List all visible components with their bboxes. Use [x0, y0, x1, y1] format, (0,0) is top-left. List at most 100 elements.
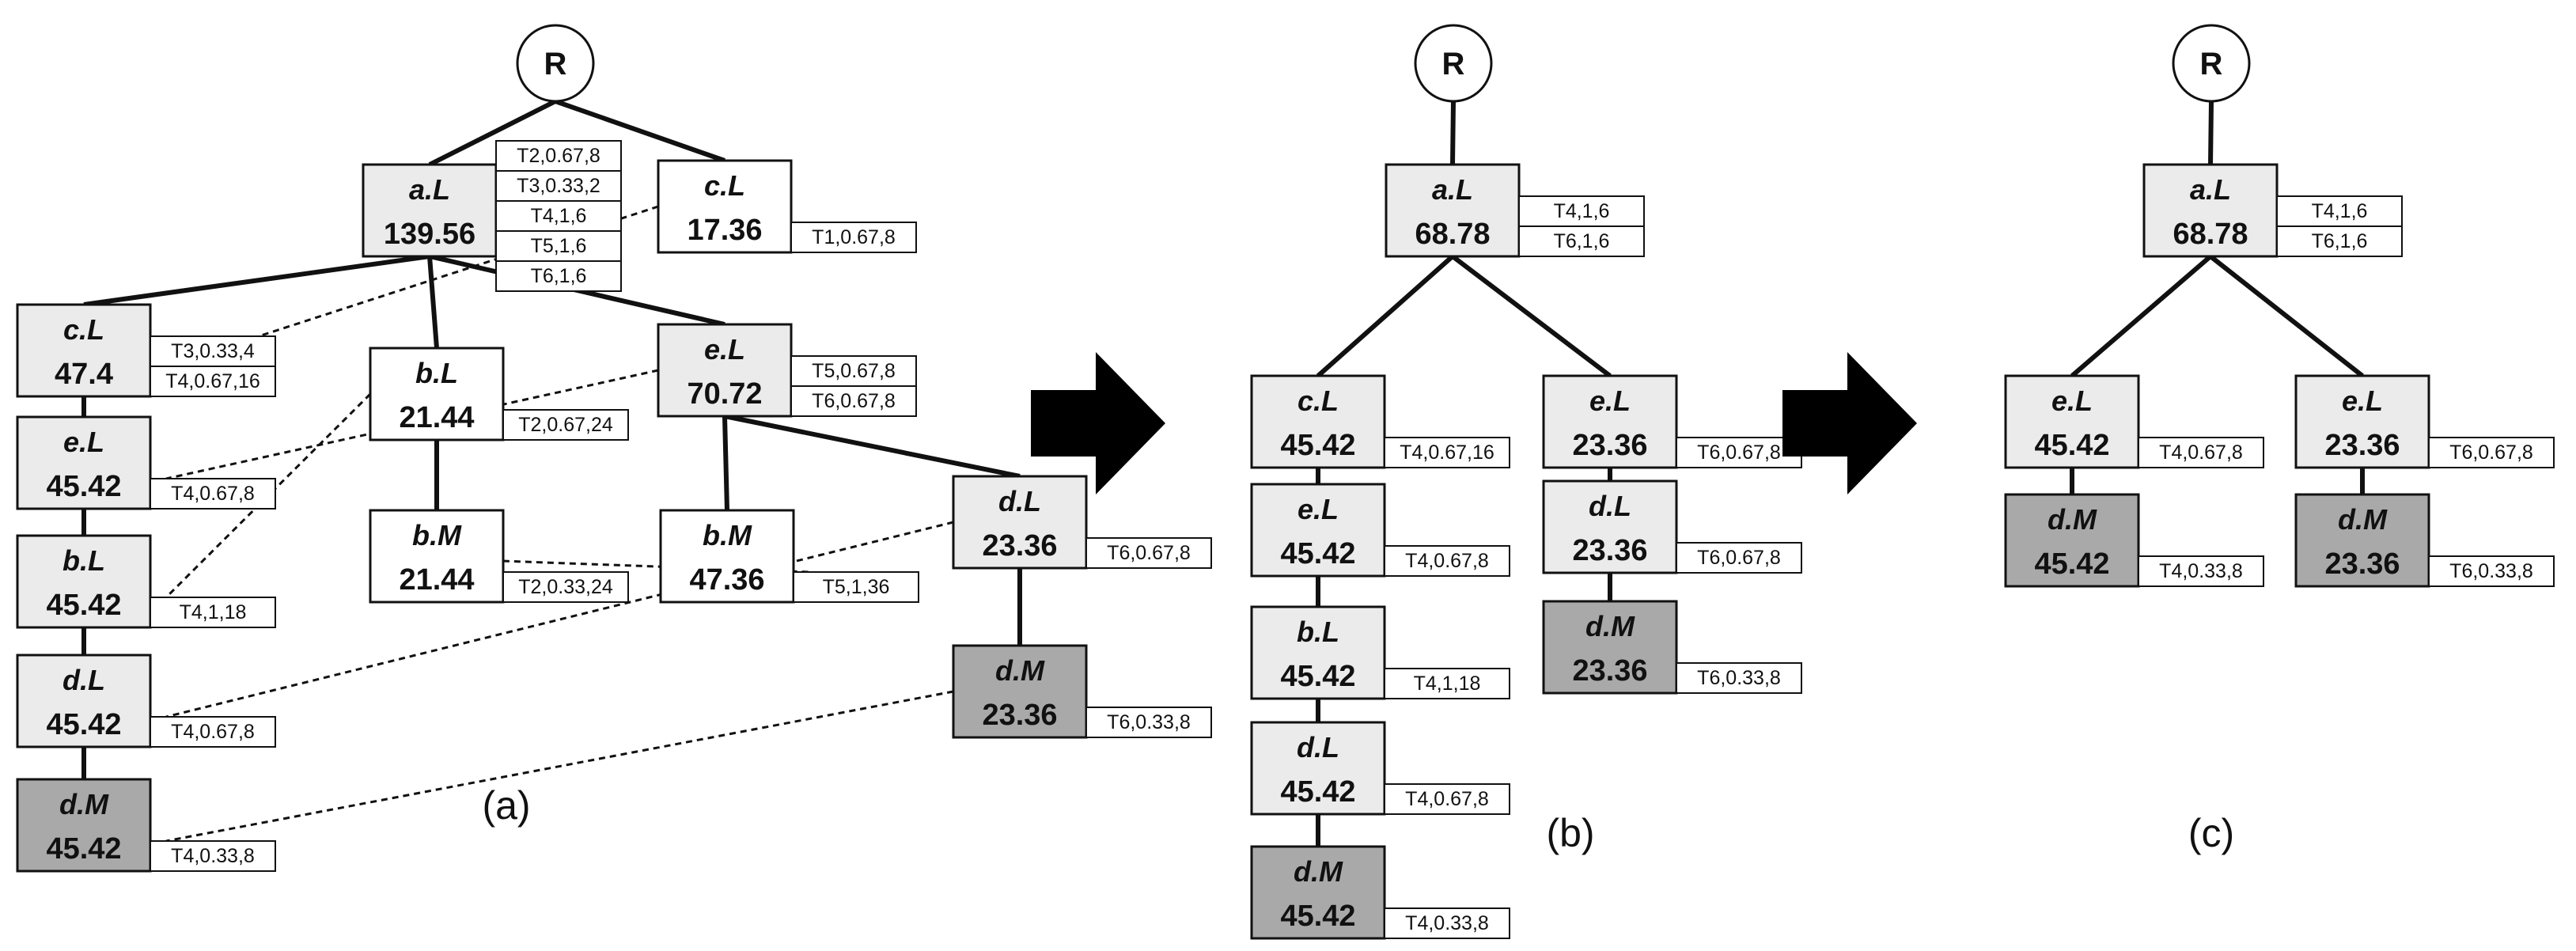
- node-value: 17.36: [687, 214, 762, 247]
- tid-label: T4,0.67,8: [171, 721, 255, 743]
- tid-label: T4,0.67,16: [165, 370, 260, 392]
- tree-node: c.L 47.4 T3,0.33,4T4,0.67,16: [16, 303, 276, 398]
- node-value: 23.36: [2324, 429, 2400, 462]
- tree-edge: [724, 414, 1021, 479]
- node-value: 70.72: [687, 377, 762, 411]
- node-value: 45.42: [2034, 547, 2109, 581]
- tid-box: [790, 355, 917, 387]
- node-name: b.M: [703, 519, 752, 551]
- tid-box: [1085, 537, 1212, 569]
- node-value: 21.44: [399, 563, 474, 597]
- node-name: e.L: [1589, 385, 1631, 417]
- tid-box: [1384, 545, 1510, 577]
- node-value: 45.42: [1280, 429, 1355, 462]
- node-name: b.L: [415, 357, 458, 389]
- node-box: [369, 509, 505, 604]
- node-name: d.M: [59, 788, 109, 820]
- tid-box: [2138, 437, 2264, 468]
- node-name: d.L: [1297, 731, 1339, 763]
- node-value: 45.42: [1280, 900, 1355, 933]
- node-box: [1250, 721, 1386, 816]
- node-box: [1542, 600, 1678, 695]
- transition-arrow-icon: [1031, 352, 1165, 494]
- tid-box: [1676, 437, 1802, 468]
- node-box: [16, 778, 152, 873]
- node-box: [1542, 479, 1678, 574]
- node-box: [16, 303, 152, 398]
- tid-label: T2,0.33,24: [518, 576, 613, 598]
- tid-box: [495, 200, 622, 232]
- node-box: [16, 415, 152, 510]
- transition-arrow-icon: [1782, 352, 1917, 494]
- node-name: c.L: [63, 313, 104, 346]
- node-value: 45.42: [1280, 537, 1355, 570]
- node-value: 23.36: [982, 529, 1057, 563]
- node-box: [2294, 374, 2430, 469]
- tid-label: T4,1,18: [1414, 673, 1481, 695]
- tid-label: T3,0.33,4: [171, 340, 255, 362]
- panel-label: (a): [482, 783, 530, 828]
- tid-label: T6,1,6: [2312, 230, 2368, 252]
- tid-label: T6,0.67,8: [812, 390, 896, 412]
- node-name: c.L: [1297, 385, 1339, 417]
- tree-edge: [2070, 254, 2212, 378]
- tid-label: T5,1,6: [531, 235, 587, 257]
- tid-box: [1676, 662, 1802, 694]
- tid-box: [502, 571, 629, 603]
- panel-label: (c): [2188, 811, 2234, 855]
- tid-label: T4,0.67,8: [1405, 788, 1489, 810]
- node-value: 23.36: [1572, 429, 1647, 462]
- tid-box: [1085, 707, 1212, 738]
- tid-box: [2276, 195, 2403, 227]
- node-box: [2004, 374, 2140, 469]
- node-box: [2004, 493, 2140, 588]
- tid-box: [1384, 437, 1510, 468]
- node-name: d.L: [1589, 490, 1631, 522]
- node-name: e.L: [63, 426, 104, 458]
- tid-label: T4,0.67,8: [2159, 441, 2243, 464]
- node-box: [657, 159, 793, 254]
- tid-box: [150, 478, 276, 510]
- tid-label: T4,0.67,16: [1400, 441, 1494, 464]
- node-value: 45.42: [46, 832, 121, 866]
- node-name: b.M: [412, 519, 462, 551]
- tid-box: [150, 366, 276, 397]
- tid-label: T6,1,6: [1554, 230, 1610, 252]
- tid-box: [1676, 542, 1802, 574]
- node-name: e.L: [1297, 493, 1339, 525]
- node-link: [165, 521, 954, 718]
- tree-node: a.L139.56T2,0.67,8T3,0.33,2T4,1,6T5,1,6T…: [362, 140, 622, 292]
- tid-box: [150, 840, 276, 872]
- node-layer: Ra.L139.56T2,0.67,8T3,0.33,2T4,1,6T5,1,6…: [16, 24, 2555, 940]
- tid-box: [502, 409, 629, 441]
- tree-edge: [2209, 254, 2364, 378]
- root-label: R: [544, 47, 567, 81]
- node-value: 23.36: [1572, 654, 1647, 688]
- node-value: 23.36: [982, 699, 1057, 732]
- tid-box: [495, 260, 622, 292]
- tid-label: T6,1,6: [531, 265, 587, 287]
- node-box: [16, 534, 152, 629]
- node-value: 45.42: [46, 470, 121, 503]
- node-value: 47.4: [55, 358, 113, 391]
- tid-box: [495, 230, 622, 262]
- node-name: e.L: [704, 333, 745, 366]
- tid-label: T4,0.67,8: [1405, 550, 1489, 572]
- node-name: d.M: [995, 654, 1045, 687]
- tid-box: [495, 140, 622, 172]
- node-value: 68.78: [1415, 218, 1490, 251]
- tid-label: T3,0.33,2: [517, 175, 600, 197]
- tid-label: T4,1,6: [531, 205, 587, 227]
- node-name: d.L: [998, 485, 1041, 517]
- node-box: [1250, 605, 1386, 700]
